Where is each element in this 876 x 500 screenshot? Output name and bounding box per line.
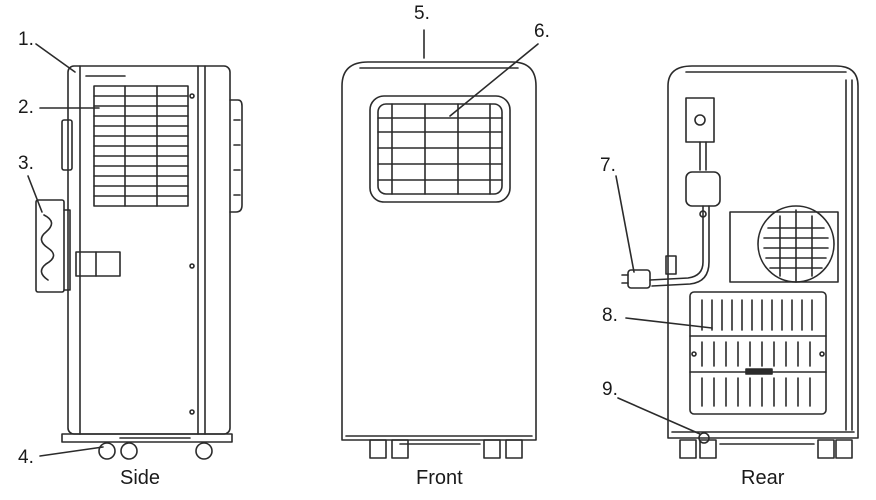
callout-5: 5. xyxy=(414,4,430,23)
leader-7 xyxy=(616,176,634,272)
rear-exhaust-fan xyxy=(730,206,838,282)
leader-8 xyxy=(626,318,712,328)
caption-rear: Rear xyxy=(741,468,784,488)
front-wheels xyxy=(370,440,522,458)
callout-4: 4. xyxy=(18,448,34,467)
side-view xyxy=(28,44,242,459)
front-view xyxy=(342,30,538,458)
caption-front: Front xyxy=(416,468,463,488)
rear-body xyxy=(668,66,858,438)
callout-2: 2. xyxy=(18,98,34,117)
callout-9: 9. xyxy=(602,380,618,399)
callout-1: 1. xyxy=(18,30,34,49)
callout-3: 3. xyxy=(18,154,34,173)
side-handle xyxy=(62,120,72,170)
side-cord-hook xyxy=(36,200,70,292)
rear-power-cord xyxy=(622,206,709,288)
callout-8: 8. xyxy=(602,306,618,325)
side-bracket xyxy=(76,252,120,276)
rear-view xyxy=(616,66,858,458)
leader-6 xyxy=(450,44,538,116)
leader-4 xyxy=(40,447,103,456)
side-base-wheels xyxy=(62,434,232,459)
caption-side: Side xyxy=(120,468,160,488)
leader-3 xyxy=(28,176,42,212)
rear-socket-plate xyxy=(686,98,714,142)
front-air-outlet xyxy=(370,96,510,202)
side-filter-grille xyxy=(94,86,188,206)
callout-6: 6. xyxy=(534,22,550,41)
callout-7: 7. xyxy=(600,156,616,175)
leader-1 xyxy=(36,44,75,72)
rear-filter-grille xyxy=(690,292,826,414)
leader-9 xyxy=(618,398,700,434)
